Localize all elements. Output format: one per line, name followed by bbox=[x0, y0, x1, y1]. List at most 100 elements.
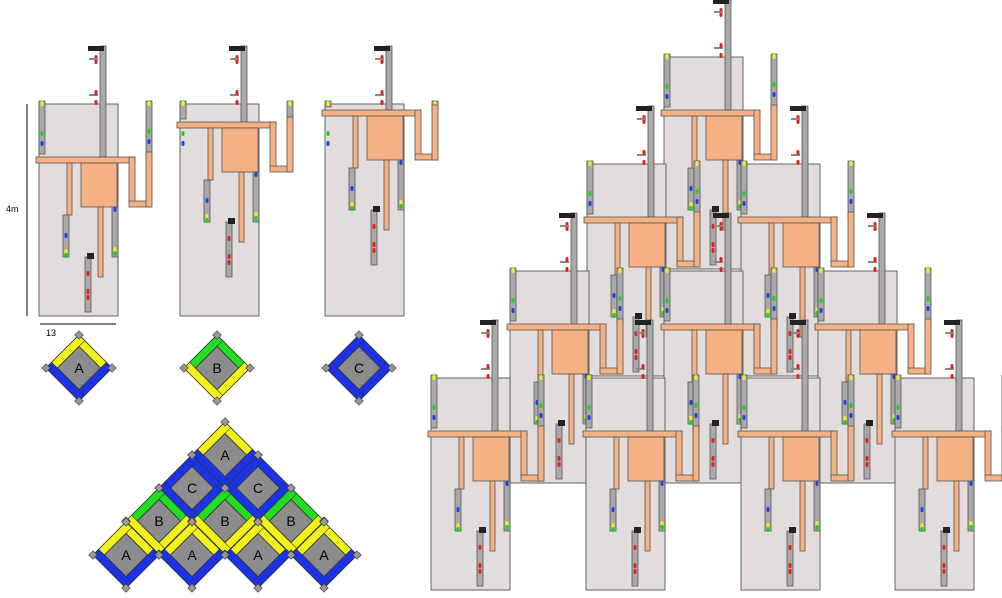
connector-pin bbox=[719, 43, 723, 48]
tile-label: A bbox=[220, 447, 230, 463]
grey-pipe bbox=[955, 319, 963, 432]
grey-pipe bbox=[38, 100, 46, 155]
connector-pin bbox=[873, 257, 877, 262]
connector-pin bbox=[618, 296, 622, 301]
tile-corner bbox=[354, 330, 364, 340]
connector-pin bbox=[478, 545, 482, 550]
connector-pin bbox=[64, 233, 68, 238]
connector-pin bbox=[587, 375, 591, 380]
connector-pin bbox=[113, 251, 117, 256]
mast-cap bbox=[713, 213, 729, 218]
connector-pin bbox=[788, 545, 792, 550]
connector-pin bbox=[689, 400, 693, 405]
grey-pipe bbox=[709, 209, 717, 266]
grey-pipe bbox=[240, 45, 248, 123]
connector-pin bbox=[865, 462, 869, 467]
mast-rung bbox=[791, 332, 800, 334]
connector-pin bbox=[505, 525, 509, 530]
grey-pipe bbox=[647, 105, 655, 218]
connector-pin bbox=[766, 293, 770, 298]
connector-pin bbox=[873, 226, 877, 231]
connector-pin bbox=[511, 308, 515, 313]
connector-pin bbox=[796, 374, 800, 379]
orange-pipe bbox=[705, 115, 743, 161]
connector-pin bbox=[612, 309, 616, 314]
connector-pin bbox=[766, 507, 770, 512]
grey-pipe bbox=[370, 209, 378, 266]
connector-pin bbox=[694, 413, 698, 418]
connector-pin bbox=[843, 400, 847, 405]
tile-label: A bbox=[319, 547, 329, 563]
orange-pipe bbox=[676, 216, 684, 264]
grey-pipe bbox=[99, 45, 107, 158]
tile-center bbox=[194, 345, 240, 391]
connector-pin bbox=[873, 267, 877, 272]
connector-pin bbox=[380, 90, 384, 95]
connector-pin bbox=[86, 289, 90, 294]
tile-label: C bbox=[187, 480, 197, 496]
mast-rung bbox=[791, 154, 800, 156]
connector-pin bbox=[665, 308, 669, 313]
connector-pin bbox=[711, 242, 715, 247]
connector-pin bbox=[432, 405, 436, 410]
orange-pipe bbox=[907, 323, 915, 371]
tile-center bbox=[235, 532, 281, 578]
connector-pin bbox=[815, 481, 819, 486]
orange-pipe bbox=[128, 156, 136, 204]
connector-pin bbox=[612, 313, 616, 318]
connector-block bbox=[789, 313, 796, 319]
connector-pin bbox=[849, 413, 853, 418]
tiling-tile: A bbox=[88, 517, 164, 593]
connector-pin bbox=[920, 523, 924, 528]
orange-pipe bbox=[768, 436, 775, 490]
connector-pin bbox=[587, 415, 591, 420]
orange-pipe bbox=[693, 211, 701, 268]
connector-pin bbox=[694, 403, 698, 408]
connector-pin bbox=[719, 53, 723, 58]
orange-pipe bbox=[207, 127, 214, 181]
connector-pin bbox=[326, 101, 330, 106]
connector-pin bbox=[456, 527, 460, 532]
tile-edge-band bbox=[158, 548, 199, 589]
mast-rung bbox=[945, 368, 954, 370]
connector-pin bbox=[618, 268, 622, 273]
grey-pipe bbox=[570, 212, 578, 325]
connector-pin bbox=[788, 355, 792, 360]
connector-pin bbox=[896, 375, 900, 380]
connector-pin bbox=[742, 191, 746, 196]
connector-pin bbox=[399, 160, 403, 165]
connector-pin bbox=[86, 295, 90, 300]
orange-pipe bbox=[737, 216, 838, 224]
connector-pin bbox=[950, 374, 954, 379]
connector-pin bbox=[40, 141, 44, 146]
connector-pin bbox=[326, 141, 330, 146]
connector-pin bbox=[849, 199, 853, 204]
connector-block bbox=[558, 420, 565, 426]
connector-pin bbox=[588, 201, 592, 206]
grey-pipe bbox=[709, 423, 717, 480]
connector-block bbox=[635, 313, 642, 319]
mast-rung bbox=[714, 11, 723, 13]
connector-pin bbox=[478, 563, 482, 568]
orange-pipe bbox=[221, 127, 259, 173]
connector-pin bbox=[969, 481, 973, 486]
connector-pin bbox=[796, 150, 800, 155]
tile-label: B bbox=[286, 513, 295, 529]
orange-pipe bbox=[176, 121, 277, 129]
connector-pin bbox=[399, 204, 403, 209]
connector-pin bbox=[819, 268, 823, 273]
connector-pin bbox=[634, 355, 638, 360]
connector-pin bbox=[205, 198, 209, 203]
tile-label: B bbox=[212, 360, 221, 376]
mast-cap bbox=[88, 46, 104, 51]
tile-center bbox=[301, 532, 347, 578]
connector-pin bbox=[695, 161, 699, 166]
orange-pipe bbox=[35, 156, 136, 164]
tile-label: B bbox=[154, 513, 163, 529]
grey-pipe bbox=[476, 530, 484, 587]
connector-pin bbox=[350, 186, 354, 191]
orange-pipe bbox=[847, 211, 855, 268]
tile-b: B bbox=[179, 330, 255, 406]
orange-pipe bbox=[984, 430, 992, 478]
tile-corner bbox=[352, 550, 362, 560]
